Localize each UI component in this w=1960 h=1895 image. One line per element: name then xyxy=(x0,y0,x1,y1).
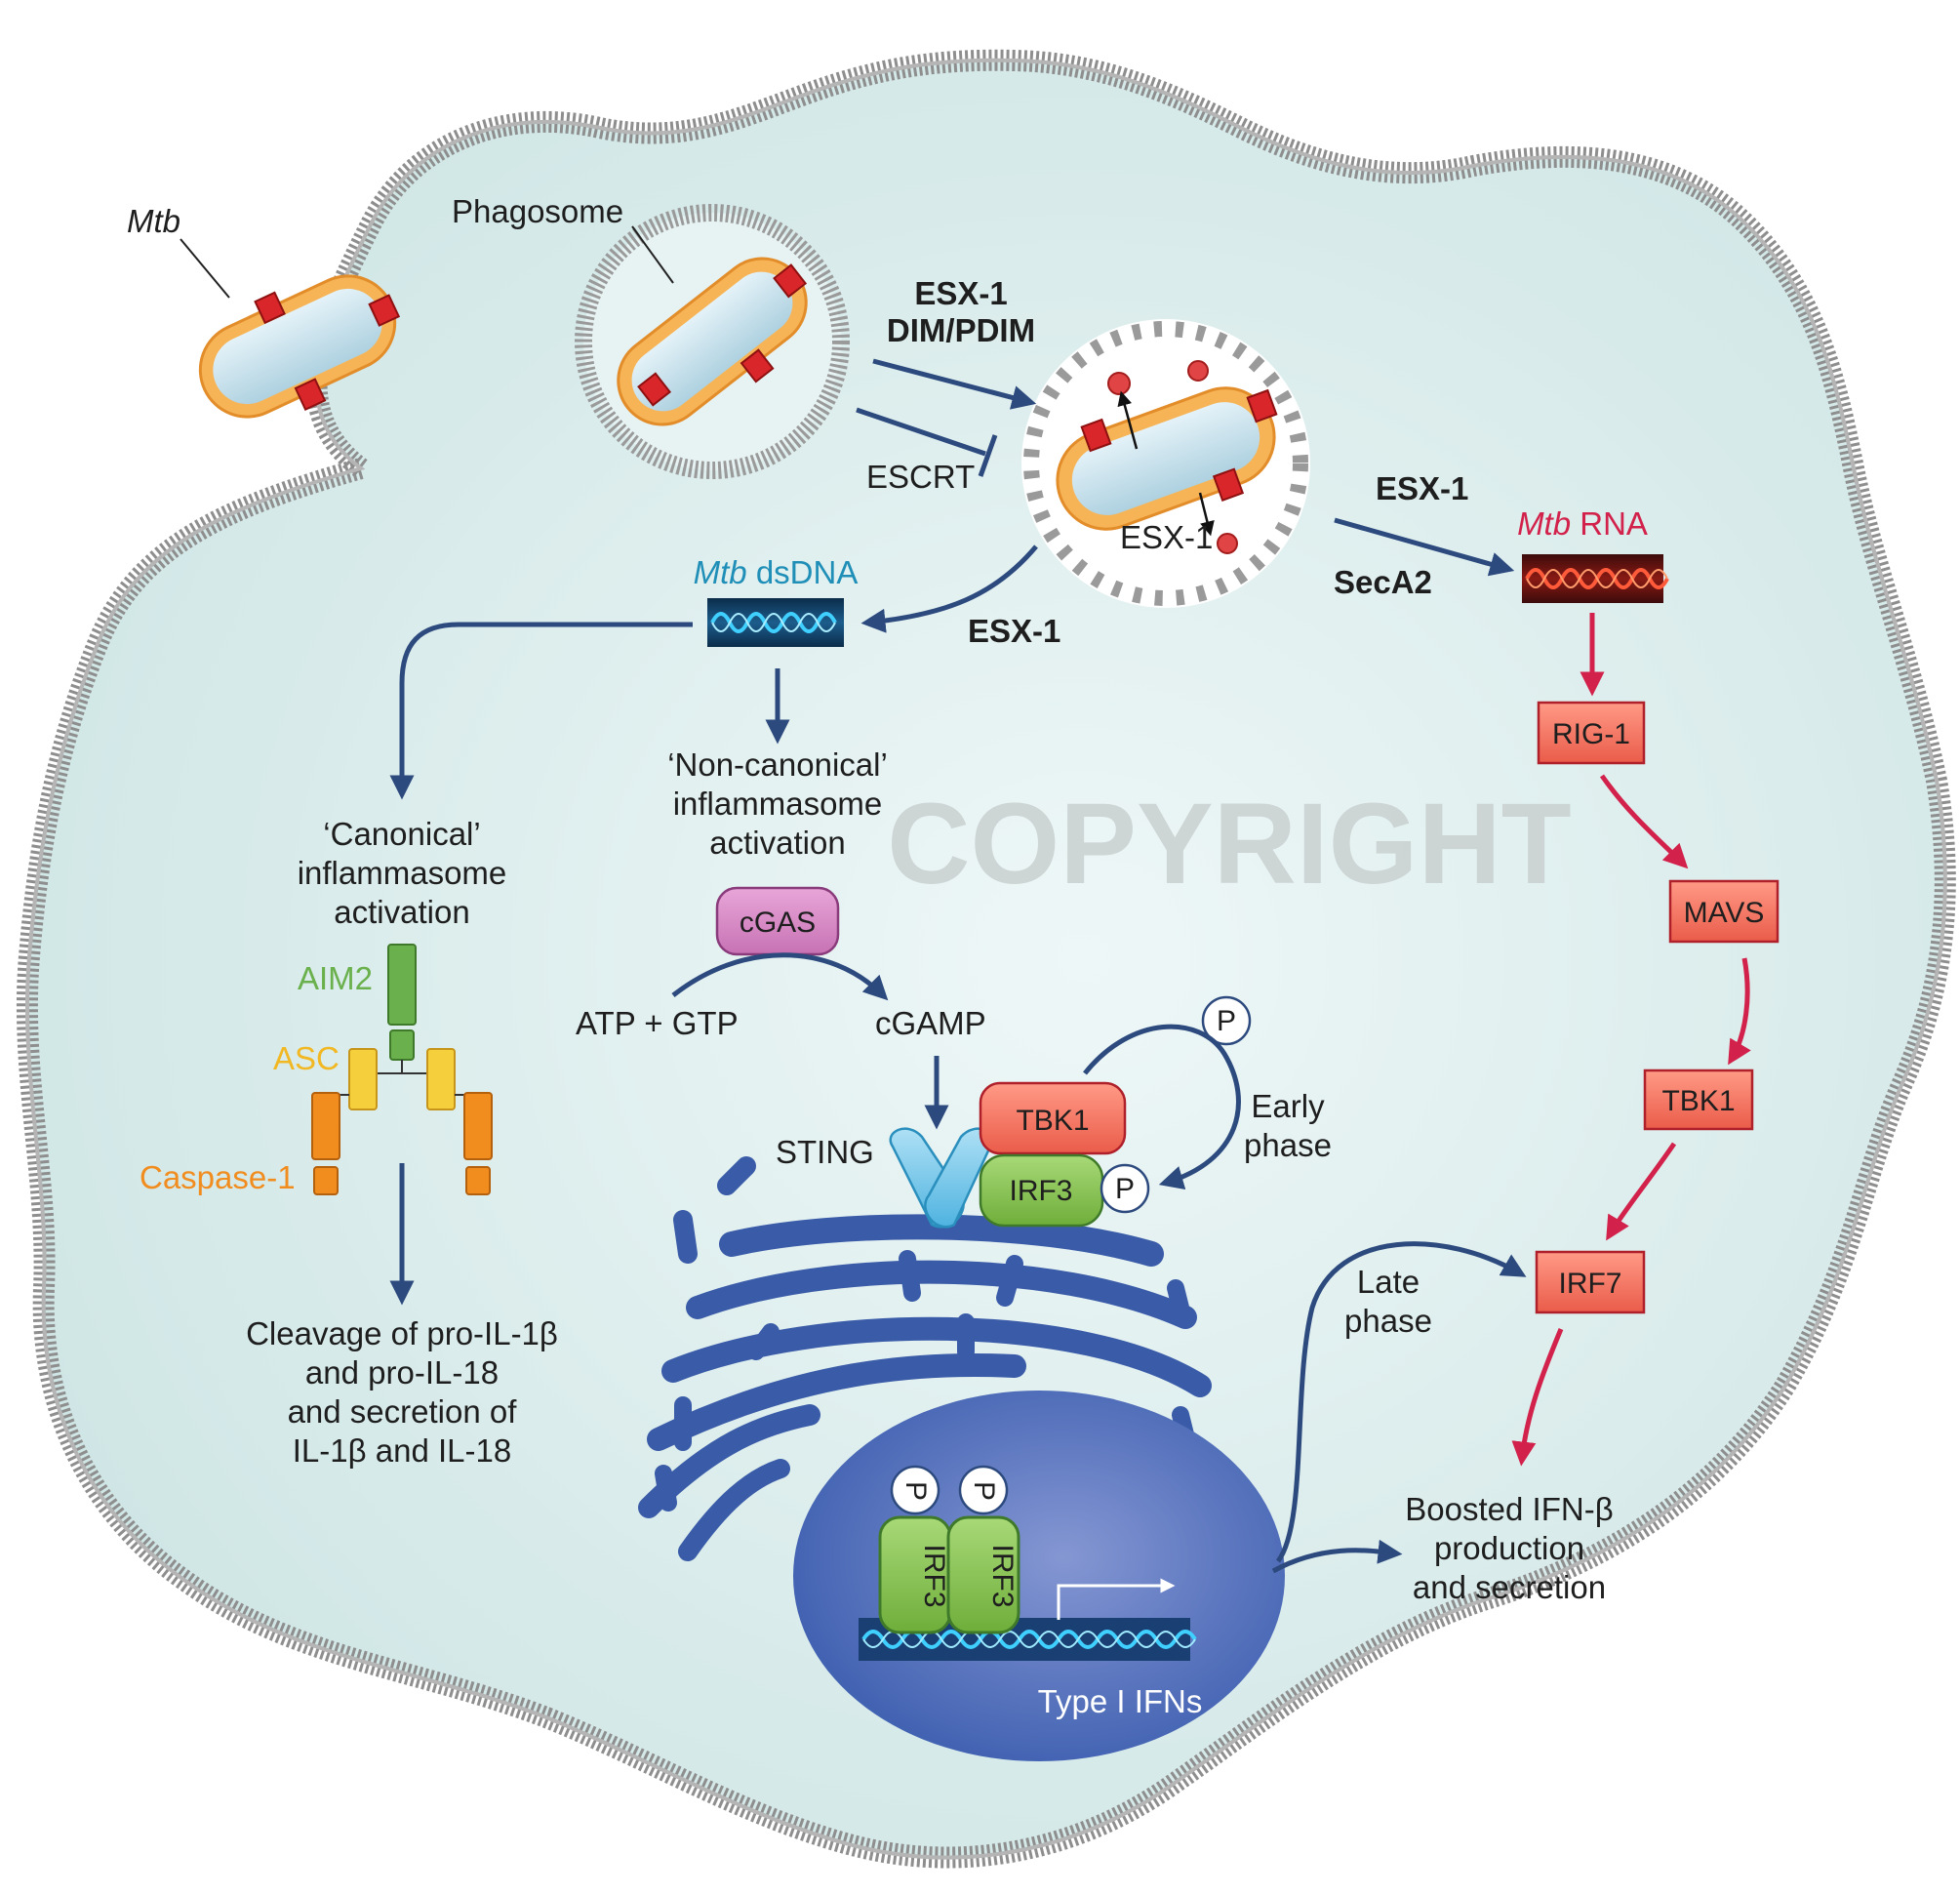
mtb-dsdna-label: Mtb dsDNA xyxy=(694,554,859,590)
mtb-label: Mtb xyxy=(127,203,180,239)
escrt-label: ESCRT xyxy=(866,459,975,495)
esx1-down-label: ESX-1 xyxy=(968,613,1060,649)
boosted-line-2: production xyxy=(1434,1530,1584,1566)
atp-gtp-label: ATP + GTP xyxy=(576,1005,739,1041)
arrow-esx1-dim xyxy=(872,358,1037,410)
arrow-late-phase xyxy=(1275,1241,1527,1563)
sting-label: STING xyxy=(776,1134,874,1170)
aim2-label: AIM2 xyxy=(298,960,373,996)
inflammasome-complex xyxy=(311,944,493,1195)
endoplasmic-reticulum xyxy=(638,1156,1212,1561)
arrow-early-phase xyxy=(1083,1024,1241,1190)
tbk1-red-box: TBK1 xyxy=(1643,1068,1754,1131)
damaged-phagosome xyxy=(1021,319,1310,608)
cleavage-line-1: Cleavage of pro-IL-1β xyxy=(246,1315,558,1351)
phagosome-label: Phagosome xyxy=(452,193,623,229)
mtb-leader-line xyxy=(180,238,230,299)
arrow-tbk1-irf7 xyxy=(1606,1142,1677,1241)
irf3-dimer-nuclear: IRF3 IRF3 P P xyxy=(878,1465,1020,1634)
inhibit-bar xyxy=(978,434,998,477)
canonical-line-1: ‘Canonical’ xyxy=(323,816,480,852)
noncanonical-line-3: activation xyxy=(709,825,845,861)
cgamp-label: cGAMP xyxy=(875,1005,986,1041)
p-irf3: P xyxy=(1115,1173,1135,1205)
tbk1-red-label: TBK1 xyxy=(1661,1085,1735,1117)
inhibit-escrt xyxy=(856,407,986,457)
mavs-label: MAVS xyxy=(1684,897,1765,929)
extracellular-mtb xyxy=(198,274,401,419)
seca2-label: SecA2 xyxy=(1334,564,1432,600)
mtb-rna-strand xyxy=(1522,554,1669,603)
cgas-label: cGAS xyxy=(740,907,816,939)
boosted-line-3: and secretion xyxy=(1413,1569,1606,1605)
irf3-cytosolic: IRF3 xyxy=(979,1153,1104,1228)
early-phase-line-1: Early xyxy=(1251,1088,1325,1124)
canonical-line-2: inflammasome xyxy=(298,855,507,891)
cleavage-line-2: and pro-IL-18 xyxy=(305,1354,499,1391)
arrow-atp-cgamp xyxy=(671,952,889,1001)
caspase-right xyxy=(463,1092,493,1160)
noncanonical-line-2: inflammasome xyxy=(673,786,883,822)
cell-membrane xyxy=(16,49,1956,1869)
late-phase-line-1: Late xyxy=(1357,1264,1420,1300)
cgas-protein: cGAS xyxy=(715,886,840,956)
tbk1-green-box: TBK1 xyxy=(979,1081,1127,1155)
cleavage-line-4: IL-1β and IL-18 xyxy=(293,1432,511,1469)
cleavage-line-3: and secretion of xyxy=(288,1393,518,1430)
tbk1-green-label: TBK1 xyxy=(1016,1105,1089,1137)
p-nuclear-1: P xyxy=(900,1481,932,1501)
esx1-right-label: ESX-1 xyxy=(1376,470,1468,506)
asc-left xyxy=(348,1048,378,1110)
phagosome xyxy=(575,204,850,479)
arrow-dsdna-canonical xyxy=(389,622,693,800)
mavs-box: MAVS xyxy=(1668,879,1780,944)
irf3-nuclear-1: IRF3 xyxy=(918,1544,950,1607)
caspase1-label: Caspase-1 xyxy=(140,1159,296,1195)
canonical-line-3: activation xyxy=(334,894,469,930)
asc-right xyxy=(426,1048,456,1110)
esx1-inside-label: ESX-1 xyxy=(1120,519,1213,555)
noncanonical-line-1: ‘Non-canonical’ xyxy=(667,746,888,783)
aim2-bar xyxy=(387,944,417,1026)
irf3-nuclear-2: IRF3 xyxy=(986,1544,1019,1607)
macrophage-cell xyxy=(16,49,1956,1869)
type1-ifns-label: Type I IFNs xyxy=(1038,1683,1203,1719)
arrow-mavs-tbk1 xyxy=(1728,957,1751,1066)
arrow-nucleus-ifnb xyxy=(1271,1539,1403,1574)
asc-label: ASC xyxy=(273,1040,340,1076)
mtb-dsdna-strand xyxy=(707,598,844,647)
arrow-rig1-mavs xyxy=(1599,774,1689,869)
boosted-line-1: Boosted IFN-β xyxy=(1405,1491,1613,1527)
arrow-irf7-ifnb xyxy=(1511,1328,1564,1467)
mtb-rna-label: Mtb RNA xyxy=(1517,505,1648,542)
arrow-to-dsdna xyxy=(860,544,1038,633)
irf7-label: IRF7 xyxy=(1558,1268,1621,1300)
esx1-dim-label-2: DIM/PDIM xyxy=(887,312,1035,348)
p-nuclear-2: P xyxy=(968,1481,1000,1501)
phagosome-leader-line xyxy=(631,225,674,284)
esx1-dim-label-1: ESX-1 xyxy=(914,275,1007,311)
rig1-label: RIG-1 xyxy=(1552,718,1630,750)
irf7-box: IRF7 xyxy=(1535,1250,1646,1314)
p-tbk1: P xyxy=(1217,1005,1236,1037)
watermark: COPYRIGHT xyxy=(887,780,1572,908)
arrow-to-rna xyxy=(1334,517,1515,577)
rig1-box: RIG-1 xyxy=(1537,701,1646,765)
caspase-left xyxy=(311,1092,340,1160)
irf3-label: IRF3 xyxy=(1009,1175,1072,1207)
early-phase-line-2: phase xyxy=(1244,1127,1332,1163)
late-phase-line-2: phase xyxy=(1344,1303,1432,1339)
